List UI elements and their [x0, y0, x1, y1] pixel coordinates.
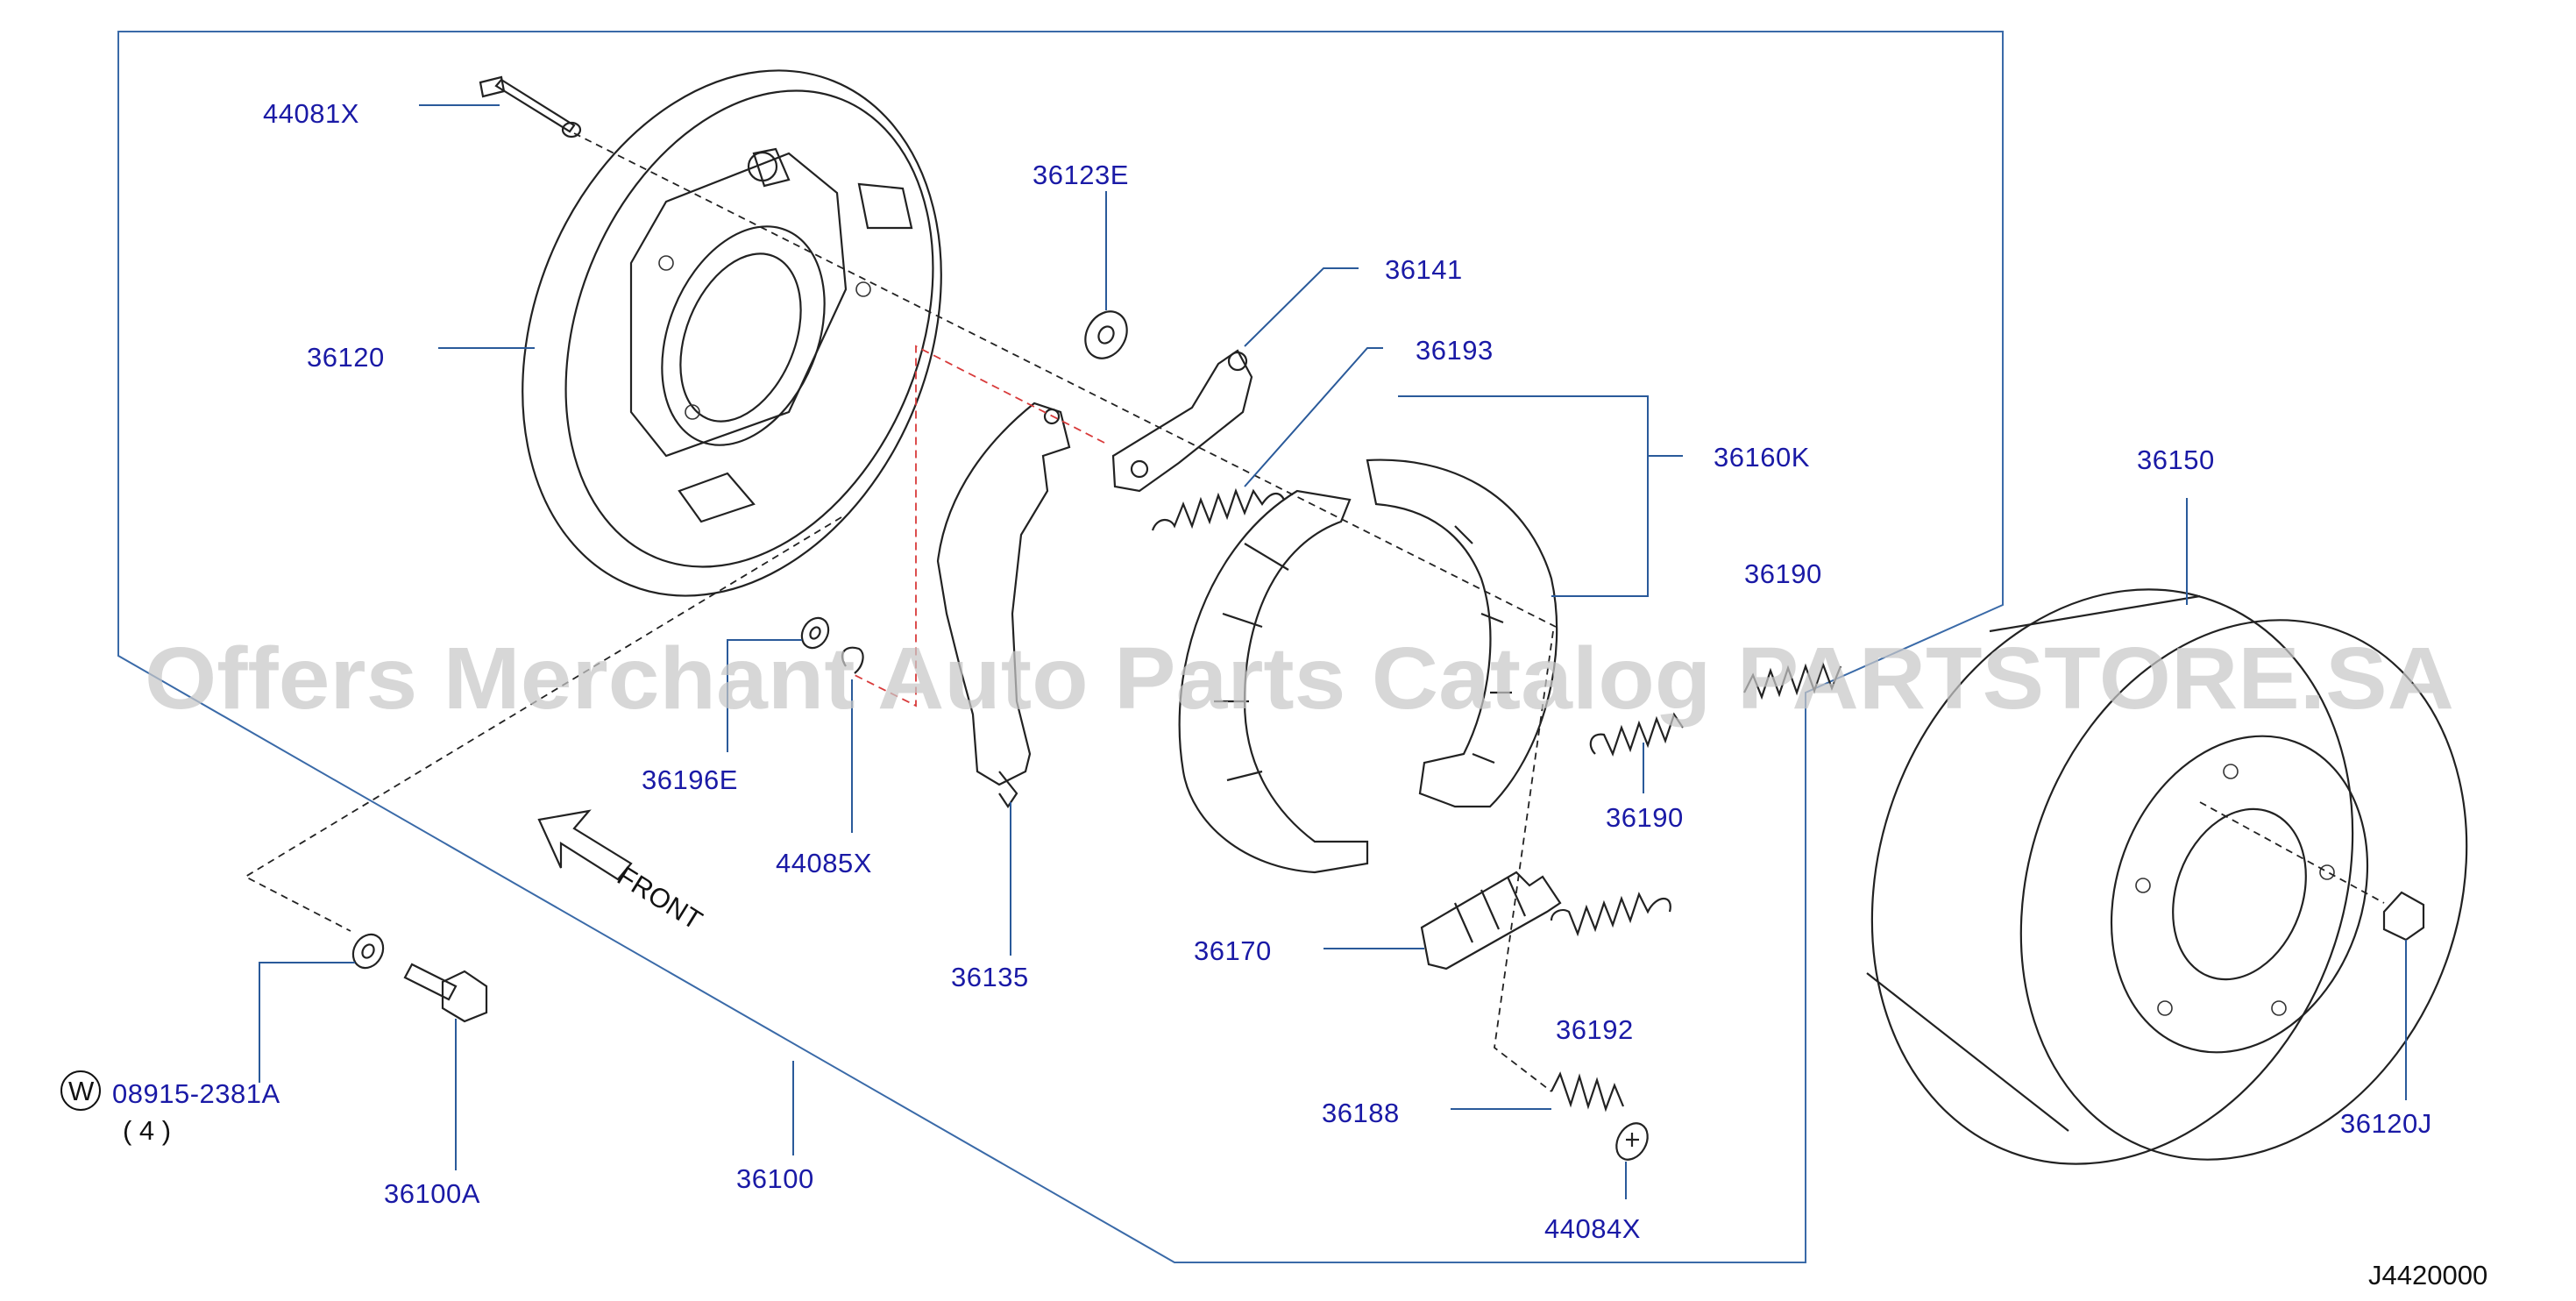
leader-36141 — [1244, 267, 1359, 347]
spring-36193-graphic — [1151, 487, 1285, 531]
leader-08915 — [259, 962, 355, 1083]
label-36150[interactable]: 36150 — [2137, 444, 2215, 475]
spring-36190-a-graphic — [1743, 661, 1842, 700]
axis-line-drum — [2199, 801, 2385, 904]
front-arrow: FRONT — [537, 809, 707, 936]
bolt-44081x-graphic — [479, 75, 582, 139]
label-36190-a[interactable]: 36190 — [1744, 558, 1822, 589]
label-36188[interactable]: 36188 — [1322, 1098, 1400, 1128]
label-36141[interactable]: 36141 — [1385, 254, 1463, 285]
washer-08915-graphic — [351, 933, 385, 970]
cap-44084x-graphic — [1615, 1122, 1649, 1161]
clip-44085x-graphic — [841, 646, 864, 674]
circle-letter: W — [68, 1076, 95, 1106]
watermark: Offers Merchant Auto Parts Catalog PARTS… — [145, 629, 2454, 728]
leader-36196e — [727, 639, 802, 752]
brake-drum-graphic — [1866, 588, 2468, 1165]
label-44084x[interactable]: 44084X — [1544, 1213, 1641, 1244]
label-36135[interactable]: 36135 — [951, 962, 1029, 992]
bolt-36100a-graphic — [403, 963, 488, 1023]
clip-36196e-graphic — [800, 616, 830, 650]
label-36170[interactable]: 36170 — [1194, 935, 1272, 966]
spring-36188-graphic — [1551, 1071, 1625, 1113]
leader-36193 — [1244, 347, 1383, 487]
label-08915-2381a[interactable]: 08915-2381A — [112, 1078, 280, 1109]
label-36190-b[interactable]: 36190 — [1606, 802, 1684, 833]
front-label: FRONT — [612, 860, 707, 935]
label-44085x[interactable]: 44085X — [776, 848, 872, 878]
label-36160k[interactable]: 36160K — [1714, 442, 1810, 473]
label-36120[interactable]: 36120 — [307, 342, 385, 373]
diagram-code: J4420000 — [2368, 1260, 2487, 1290]
strut-36141-graphic — [1111, 349, 1253, 493]
label-36120j[interactable]: 36120J — [2340, 1108, 2432, 1139]
label-44081x[interactable]: 44081X — [263, 98, 359, 129]
quantity-label: ( 4 ) — [123, 1115, 171, 1146]
label-36100a[interactable]: 36100A — [384, 1178, 480, 1209]
lever-36135-graphic — [936, 402, 1071, 808]
label-36123e[interactable]: 36123E — [1033, 160, 1129, 190]
label-36192[interactable]: 36192 — [1556, 1014, 1634, 1045]
screw-36120j-graphic — [2382, 891, 2425, 942]
axis-line-mount — [244, 516, 842, 932]
w-circle-icon — [60, 1070, 101, 1111]
washer-36123e-graphic — [1084, 310, 1128, 359]
label-36193[interactable]: 36193 — [1416, 335, 1494, 366]
adjuster-36170-graphic — [1420, 871, 1562, 970]
label-36100[interactable]: 36100 — [736, 1163, 814, 1194]
backing-plate-graphic — [522, 69, 942, 597]
spring-36192-graphic — [1550, 892, 1671, 937]
leader-36160k-bracket — [1398, 395, 1683, 597]
assembly-frame — [117, 31, 2004, 1263]
label-36196e[interactable]: 36196E — [642, 764, 738, 795]
lever-connection-line — [854, 345, 1105, 707]
spring-36190-b-graphic — [1589, 712, 1684, 757]
brake-shoe-set-graphic — [1178, 459, 1558, 874]
axis-line-lower — [1494, 630, 1554, 1092]
axis-line-upper — [573, 132, 1557, 628]
